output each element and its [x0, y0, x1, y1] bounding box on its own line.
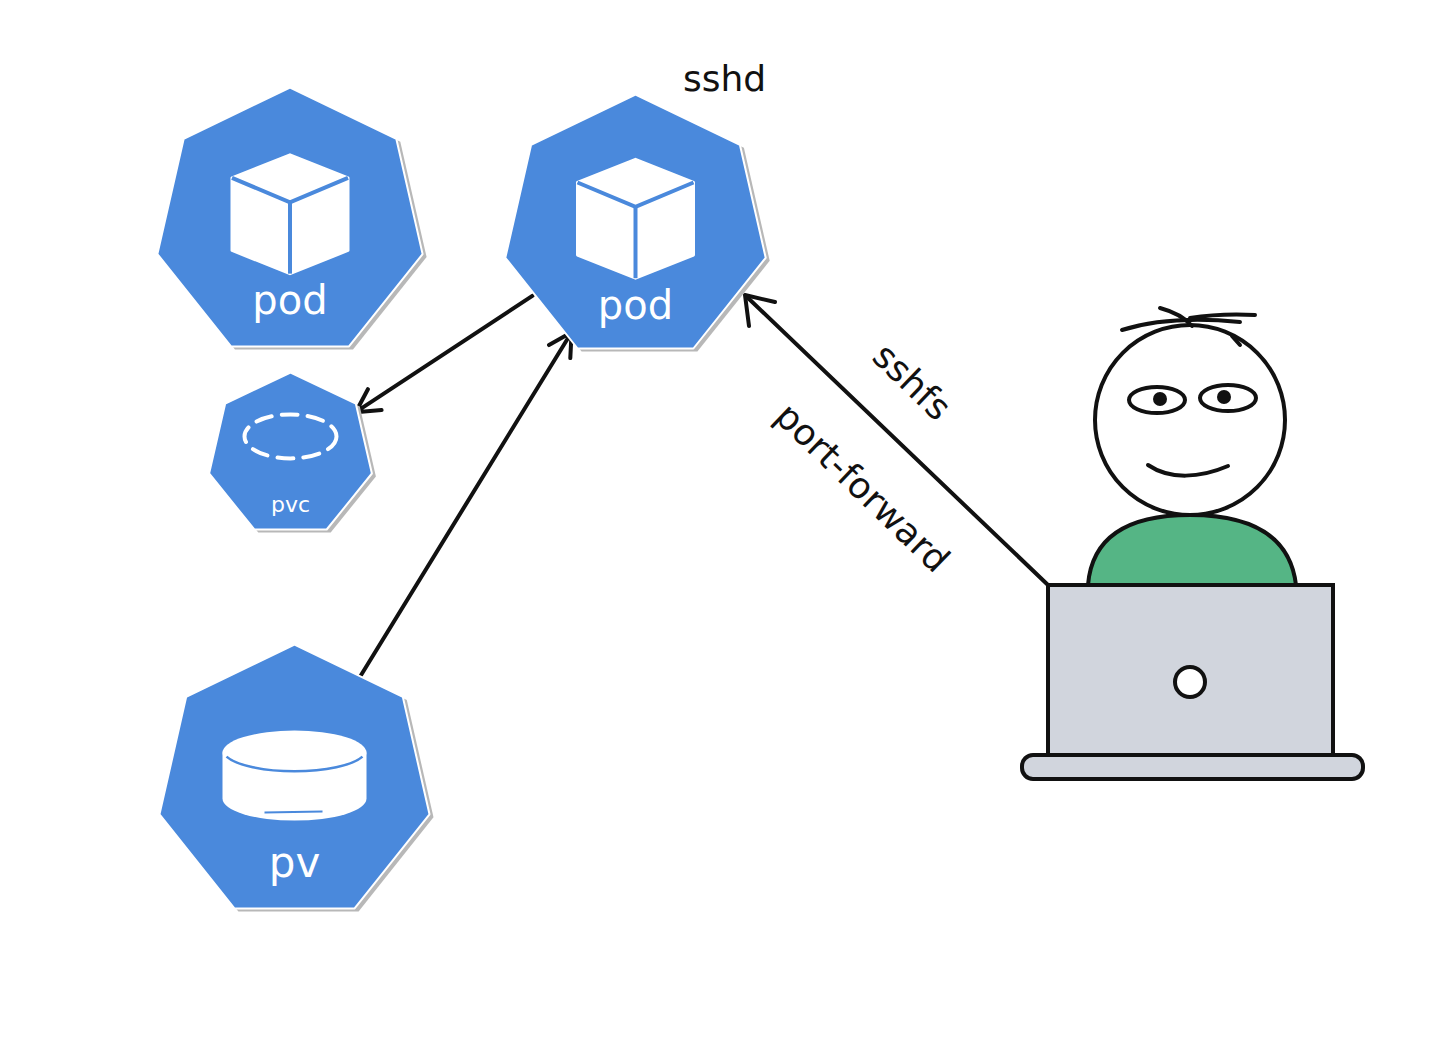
kubernetes-object: pod	[150, 78, 430, 353]
laptop-arrow	[745, 295, 1048, 585]
laptop	[1022, 585, 1363, 779]
person	[1088, 308, 1296, 585]
connection-label: sshfs	[863, 334, 961, 430]
kubernetes-object: sshdpod	[498, 85, 773, 355]
object-name: pv	[152, 840, 437, 886]
arrow-connector	[361, 332, 572, 675]
process-heading: sshd	[680, 59, 769, 99]
object-name: pod	[498, 283, 773, 327]
arrow-connector	[356, 296, 533, 413]
object-name: pod	[150, 278, 430, 322]
kubernetes-object: pvc	[203, 365, 378, 535]
object-name: pvc	[203, 493, 378, 517]
kubernetes-object: pv	[152, 635, 437, 915]
